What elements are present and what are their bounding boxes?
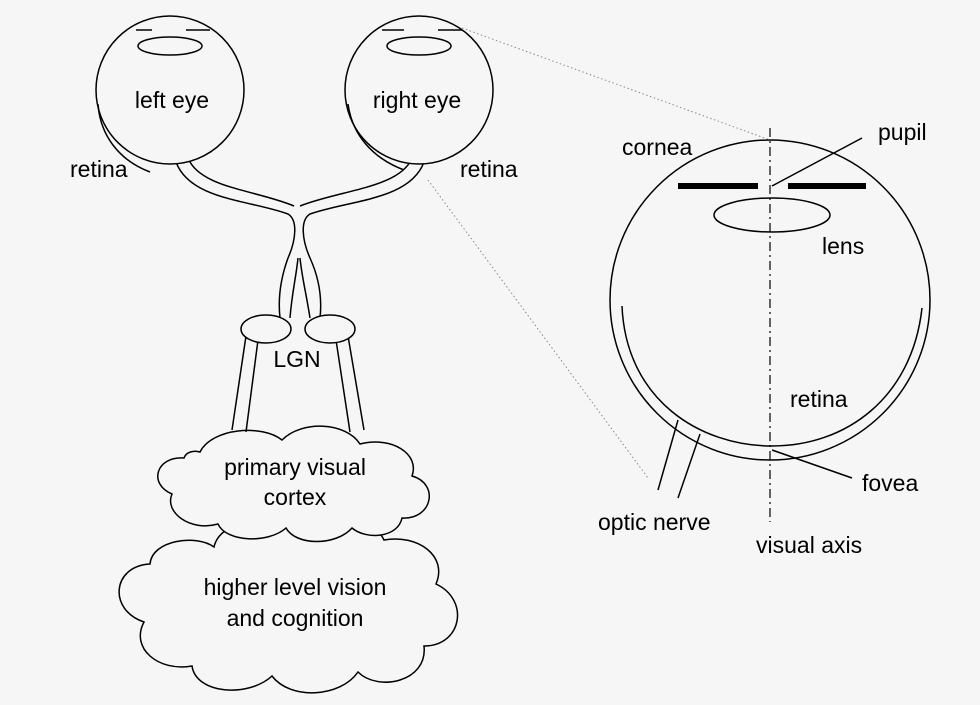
primary-cortex-label-2: cortex — [264, 484, 327, 510]
lgn-left — [240, 314, 292, 344]
lgn-label: LGN — [273, 346, 320, 372]
left-eye-label: left eye — [135, 87, 209, 113]
visual-axis-label: visual axis — [756, 532, 862, 558]
fovea-label: fovea — [862, 470, 918, 496]
lgn-right — [304, 314, 356, 344]
higher-level-label-1: higher level vision — [204, 574, 387, 600]
optic-nerve-label: optic nerve — [598, 509, 711, 535]
retina-right-label: retina — [460, 156, 518, 182]
higher-level-label-2: and cognition — [227, 605, 364, 631]
zoom-guide-lines — [427, 27, 771, 479]
primary-visual-cortex-cloud — [157, 425, 430, 543]
eye-detail — [609, 128, 931, 522]
cornea-label: cornea — [622, 134, 693, 160]
left-eye — [95, 15, 245, 173]
optic-radiations — [231, 335, 365, 433]
right-eye-label: right eye — [373, 87, 461, 113]
iris-left-bar — [678, 183, 758, 189]
fovea-pointer — [771, 449, 853, 479]
iris-right-bar — [788, 183, 866, 189]
optic-chiasm-nerves — [175, 157, 425, 319]
lens-label: lens — [822, 233, 864, 259]
primary-cortex-label-1: primary visual — [224, 454, 366, 480]
retina-detail-label: retina — [790, 386, 848, 412]
retina-left-label: retina — [70, 156, 128, 182]
right-eye — [344, 15, 494, 171]
lens-shape — [713, 197, 831, 233]
pupil-label: pupil — [878, 119, 927, 145]
pupil-pointer — [771, 137, 863, 187]
